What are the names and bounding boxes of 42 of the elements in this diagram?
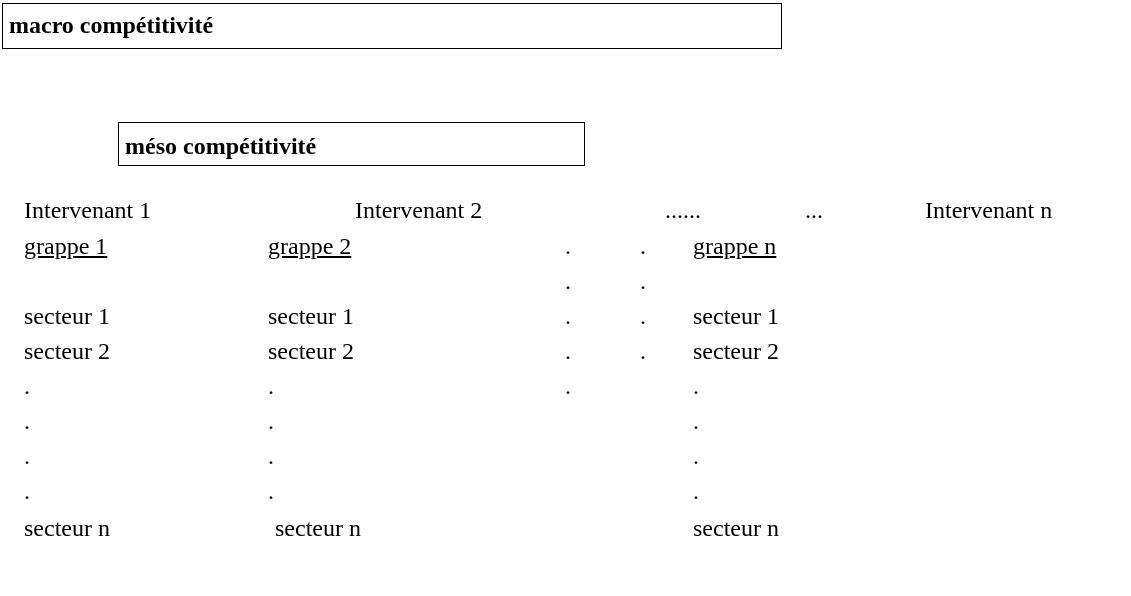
ellipsis: ... bbox=[805, 196, 823, 224]
ellipsis: . bbox=[640, 337, 646, 365]
ellipsis: . bbox=[268, 442, 274, 470]
ellipsis: . bbox=[640, 302, 646, 330]
sector-label: secteur 2 bbox=[693, 337, 779, 365]
ellipsis: . bbox=[565, 232, 571, 260]
ellipsis: ...... bbox=[665, 196, 701, 224]
cluster-label: grappe 2 bbox=[268, 232, 352, 260]
cluster-label: grappe 1 bbox=[24, 232, 108, 260]
sector-label: secteur 2 bbox=[24, 337, 110, 365]
ellipsis: . bbox=[693, 407, 699, 435]
ellipsis: . bbox=[268, 372, 274, 400]
ellipsis: . bbox=[640, 267, 646, 295]
ellipsis: . bbox=[565, 372, 571, 400]
sector-label: secteur n bbox=[693, 514, 779, 542]
sector-label: secteur 1 bbox=[24, 302, 110, 330]
ellipsis: . bbox=[565, 267, 571, 295]
ellipsis: . bbox=[268, 477, 274, 505]
cluster-label: grappe n bbox=[693, 232, 777, 260]
column-heading: Intervenant 1 bbox=[24, 196, 152, 224]
ellipsis: . bbox=[268, 407, 274, 435]
ellipsis: . bbox=[24, 407, 30, 435]
ellipsis: . bbox=[693, 372, 699, 400]
heading-text: méso compétitivité bbox=[125, 133, 317, 160]
sector-label: secteur n bbox=[24, 514, 110, 542]
ellipsis: . bbox=[24, 477, 30, 505]
heading-box bbox=[118, 122, 585, 166]
column-heading: Intervenant 2 bbox=[355, 196, 483, 224]
ellipsis: . bbox=[640, 232, 646, 260]
heading-text: macro compétitivité bbox=[9, 12, 214, 39]
ellipsis: . bbox=[693, 442, 699, 470]
sector-label: secteur n bbox=[275, 514, 361, 542]
heading-box bbox=[2, 3, 782, 49]
column-heading: Intervenant n bbox=[925, 196, 1053, 224]
ellipsis: . bbox=[24, 372, 30, 400]
sector-label: secteur 1 bbox=[693, 302, 779, 330]
ellipsis: . bbox=[693, 477, 699, 505]
ellipsis: . bbox=[565, 302, 571, 330]
sector-label: secteur 1 bbox=[268, 302, 354, 330]
ellipsis: . bbox=[565, 337, 571, 365]
ellipsis: . bbox=[24, 442, 30, 470]
sector-label: secteur 2 bbox=[268, 337, 354, 365]
